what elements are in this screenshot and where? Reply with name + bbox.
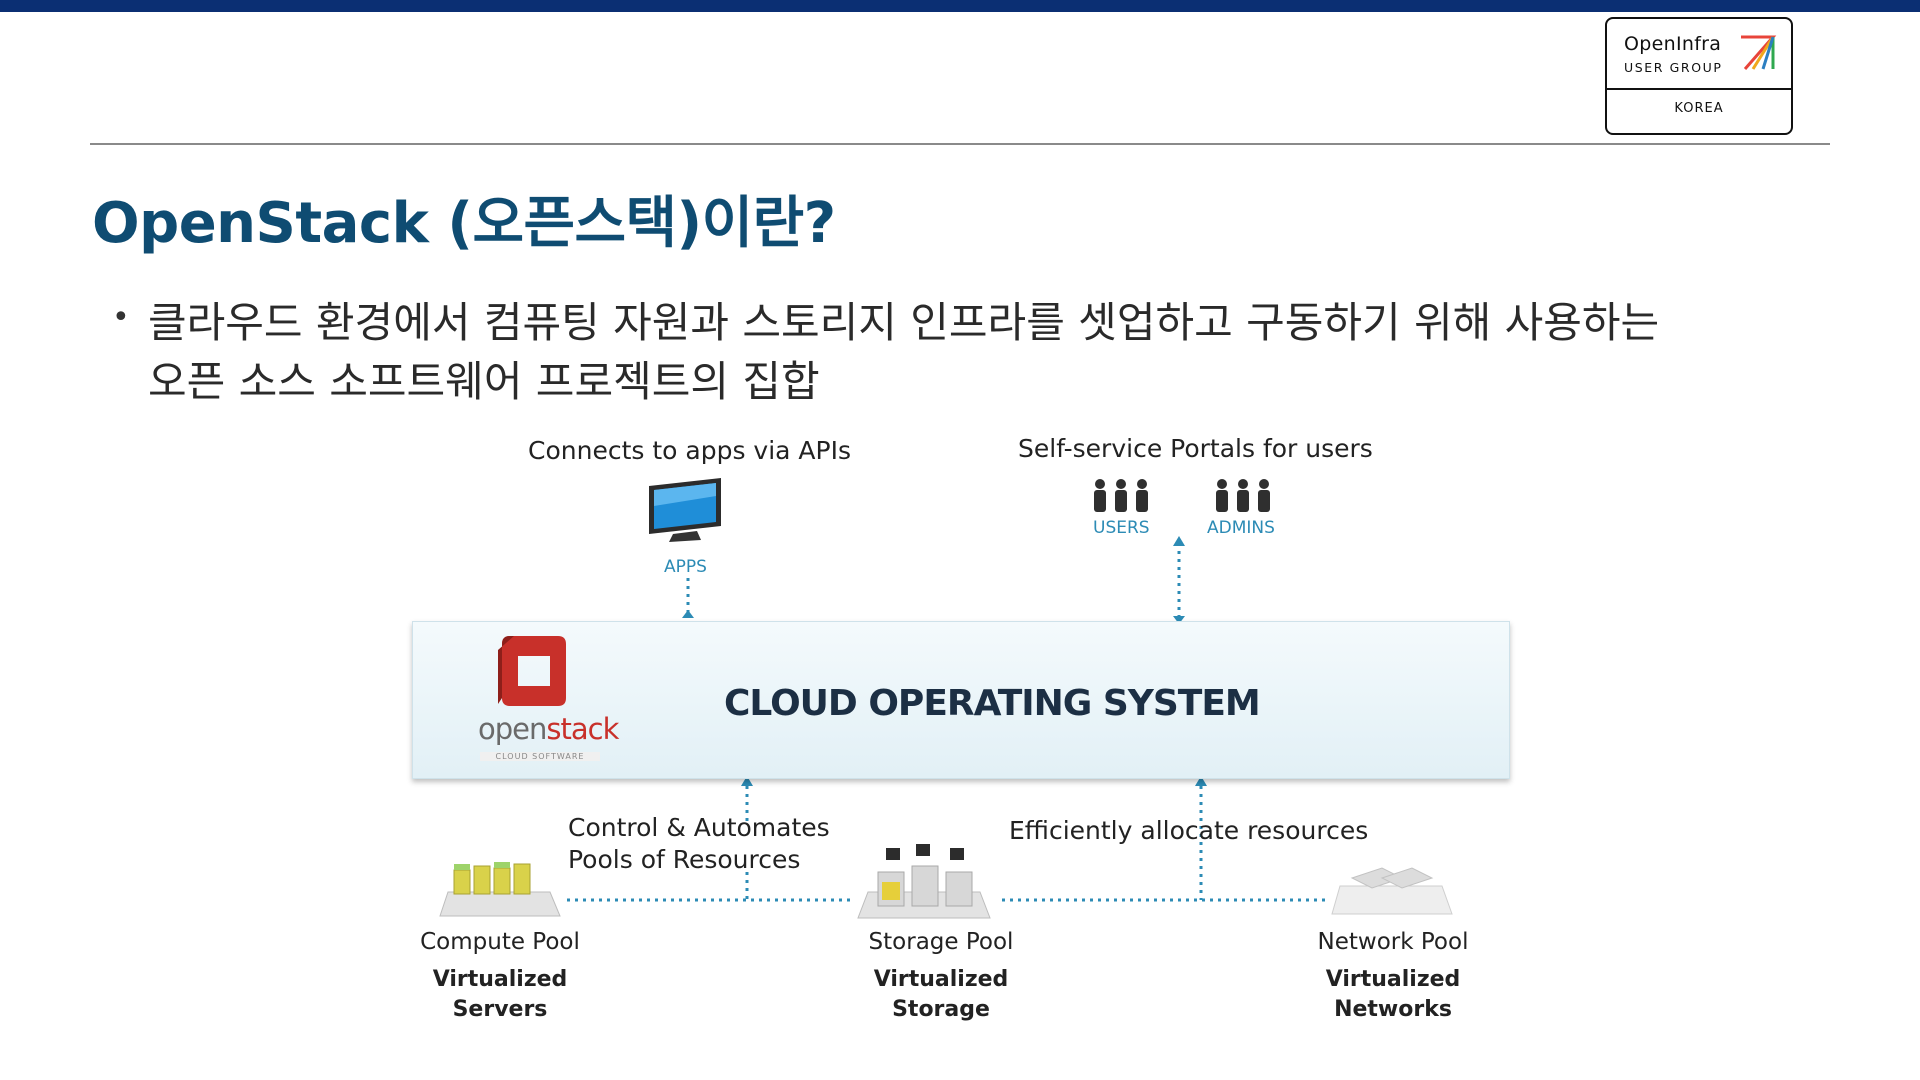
users-icon: [1094, 479, 1148, 512]
control-caption: Control & Automates Pools of Resources: [568, 812, 830, 876]
network-pool-description: Virtualized Networks: [1298, 965, 1488, 1025]
storage-pool-line1: Virtualized: [873, 967, 1009, 992]
admins-icon: [1216, 479, 1270, 512]
header-divider: [90, 143, 1830, 145]
logo-subtitle: USER GROUP: [1624, 60, 1723, 75]
network-pool-line1: Virtualized: [1325, 967, 1461, 992]
compute-pool-line1: Virtualized: [432, 967, 568, 992]
logo-country: KOREA: [1674, 101, 1724, 116]
bullet-text: 클라우드 환경에서 컴퓨팅 자원과 스토리지 인프라를 셋업하고 구동하기 위해…: [148, 298, 1660, 406]
openstack-tagline: CLOUD SOFTWARE: [480, 752, 600, 761]
apps-caption: Connects to apps via APIs: [528, 436, 851, 465]
openstack-word-open: open: [478, 712, 547, 746]
logo-name: OpenInfra: [1624, 33, 1722, 55]
storage-pool-description: Virtualized Storage: [846, 965, 1036, 1025]
storage-pool-name: Storage Pool: [868, 929, 1014, 955]
users-label: USERS: [1093, 518, 1150, 538]
control-caption-line1: Control & Automates: [568, 813, 830, 842]
monitor-icon: [649, 478, 721, 542]
network-pool-name: Network Pool: [1317, 929, 1469, 955]
openinfra-mark-icon: [1741, 35, 1777, 70]
admins-label: ADMINS: [1207, 518, 1275, 538]
portals-caption: Self-service Portals for users: [1018, 434, 1373, 463]
network-pool-icon: [1331, 867, 1453, 915]
apps-label: APPS: [664, 557, 707, 577]
top-accent-bar: [0, 0, 1920, 12]
openinfra-logo: OpenInfra USER GROUP KOREA: [1605, 17, 1793, 135]
openstack-logo-icon: [498, 636, 566, 706]
openstack-wordmark: openstack: [478, 712, 619, 746]
cloud-os-title: CLOUD OPERATING SYSTEM: [724, 683, 1261, 724]
allocate-caption: Efficiently allocate resources: [1009, 816, 1369, 845]
control-caption-line2: Pools of Resources: [568, 845, 801, 874]
compute-pool-line2: Servers: [452, 997, 548, 1022]
network-pool-line2: Networks: [1334, 997, 1452, 1022]
bullet-dot: •: [112, 300, 130, 335]
compute-pool-icon: [439, 862, 561, 917]
compute-pool-description: Virtualized Servers: [405, 965, 595, 1025]
logo-top-section: OpenInfra USER GROUP: [1607, 19, 1791, 90]
storage-pool-line2: Storage: [892, 997, 990, 1022]
openstack-word-stack: stack: [546, 712, 619, 746]
slide-title: OpenStack (오픈스택)이란?: [92, 191, 836, 256]
storage-pool-icon: [857, 844, 991, 919]
compute-pool-name: Compute Pool: [420, 929, 580, 955]
